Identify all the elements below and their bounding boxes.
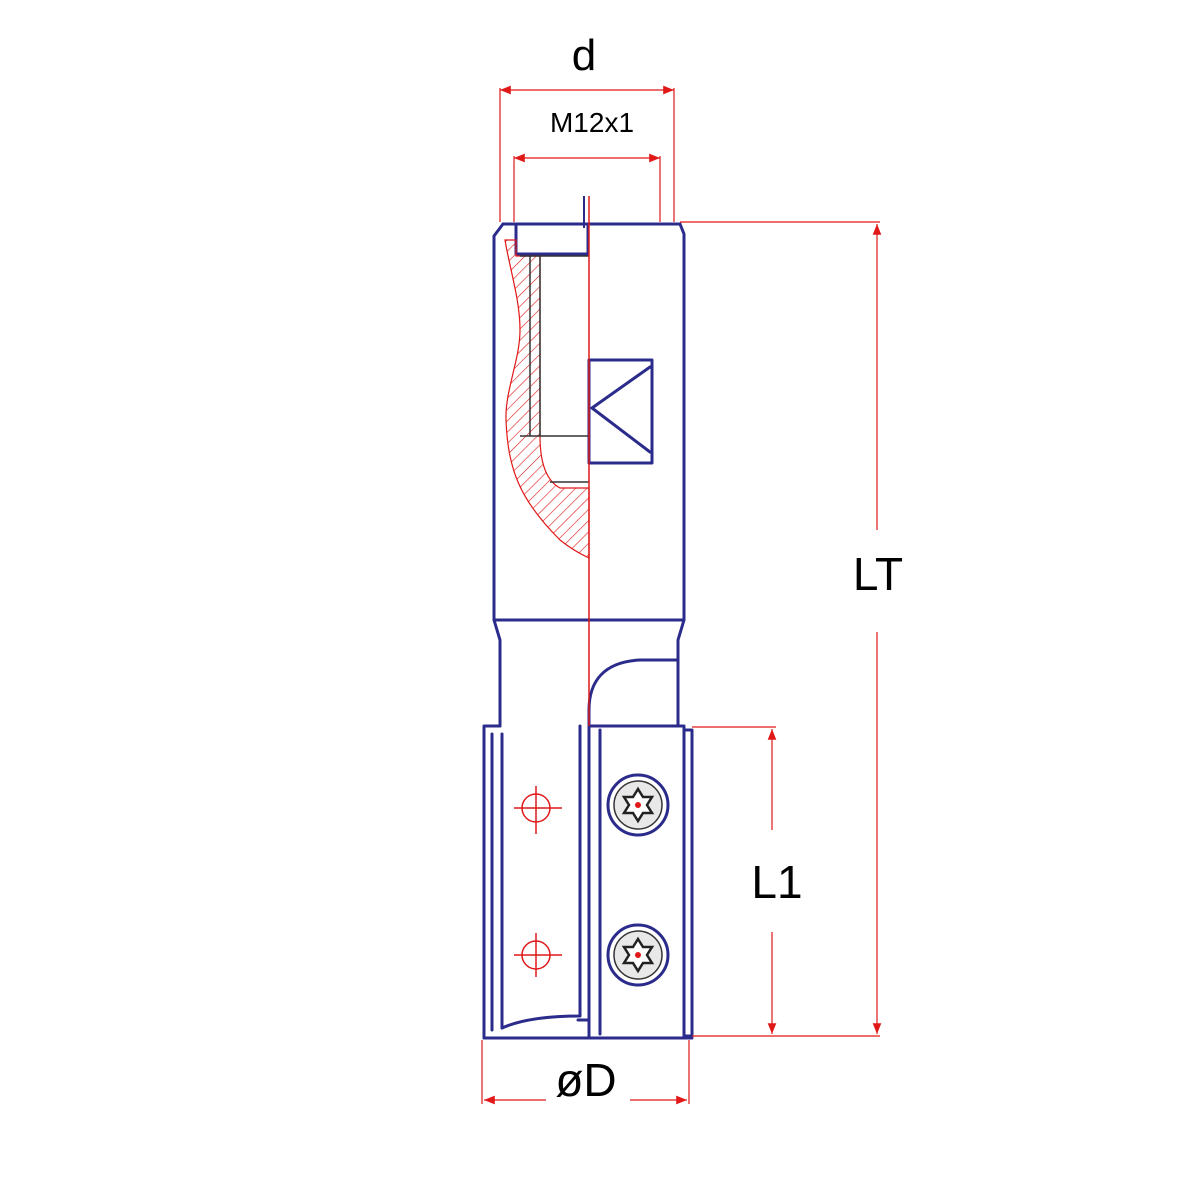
section-hatch	[504, 239, 590, 559]
right-insert-lip	[682, 728, 694, 1038]
torx-screw-icon	[606, 773, 670, 837]
crosshair-hole-icon	[514, 933, 562, 977]
torx-screw-icon	[606, 923, 670, 987]
label-d: d	[572, 31, 596, 80]
crosshair-hole-icon	[514, 786, 562, 834]
left-cutter-flute-curve	[500, 724, 582, 1030]
label-lt: LT	[853, 548, 903, 600]
label-diameter: øD	[555, 1054, 616, 1106]
label-thread: M12x1	[550, 107, 634, 138]
shank-left-edge	[492, 222, 505, 728]
tool-body	[482, 222, 694, 1040]
shank-outline	[501, 222, 686, 728]
right-insert-block	[587, 724, 686, 1040]
left-cutter-outline	[482, 724, 591, 1040]
dimension-lines	[481, 85, 882, 1105]
label-l1: L1	[751, 856, 802, 908]
bore-detail	[520, 255, 589, 483]
bore-cap	[514, 222, 590, 256]
cutting-insert-edge	[590, 365, 652, 454]
